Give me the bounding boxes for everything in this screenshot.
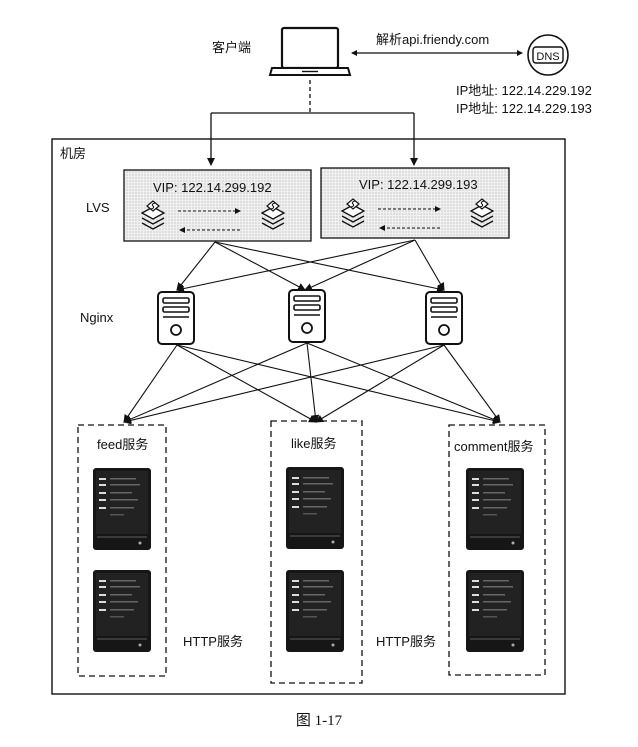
datacenter-frame [51, 138, 566, 695]
lvs-node-2: VIP: 122.14.299.193 [320, 167, 510, 239]
service-group-like: like服务 [270, 420, 363, 684]
dns-ip-2: IP地址: 122.14.229.193 [456, 101, 592, 116]
dns-ip-1: IP地址: 122.14.229.192 [456, 83, 592, 98]
laptop-icon [268, 26, 352, 76]
nginx-server-2-icon [288, 289, 326, 343]
nginx-layer-label: Nginx [80, 310, 114, 325]
service-group-comment: comment服务 [448, 424, 546, 676]
lvs-layer-label: LVS [86, 200, 110, 215]
nginx-server-3-icon [425, 291, 463, 345]
lvs-vip-1: VIP: 122.14.299.192 [153, 180, 272, 195]
service-group-feed: feed服务 [77, 424, 167, 677]
figure-caption: 图 1-17 [296, 712, 343, 729]
dns-resolve-label: 解析api.friendy.com [376, 32, 489, 47]
service-name-feed: feed服务 [97, 437, 148, 452]
service-name-comment: comment服务 [454, 439, 533, 454]
http-label-2: HTTP服务 [376, 634, 436, 649]
client-to-lvs-connectors [207, 80, 418, 166]
client-label: 客户端 [212, 40, 251, 55]
service-name-like: like服务 [291, 436, 337, 451]
dns-icon-text: DNS [536, 51, 559, 63]
lvs-to-nginx-connectors [176, 239, 445, 293]
lvs-vip-2: VIP: 122.14.299.193 [359, 177, 478, 192]
lvs-node-1: VIP: 122.14.299.192 [123, 169, 312, 242]
nginx-to-services-connectors [123, 342, 501, 425]
nginx-server-1-icon [157, 291, 195, 345]
http-label-1: HTTP服务 [183, 634, 243, 649]
datacenter-label: 机房 [60, 146, 86, 161]
dns-icon: DNS [527, 34, 569, 76]
